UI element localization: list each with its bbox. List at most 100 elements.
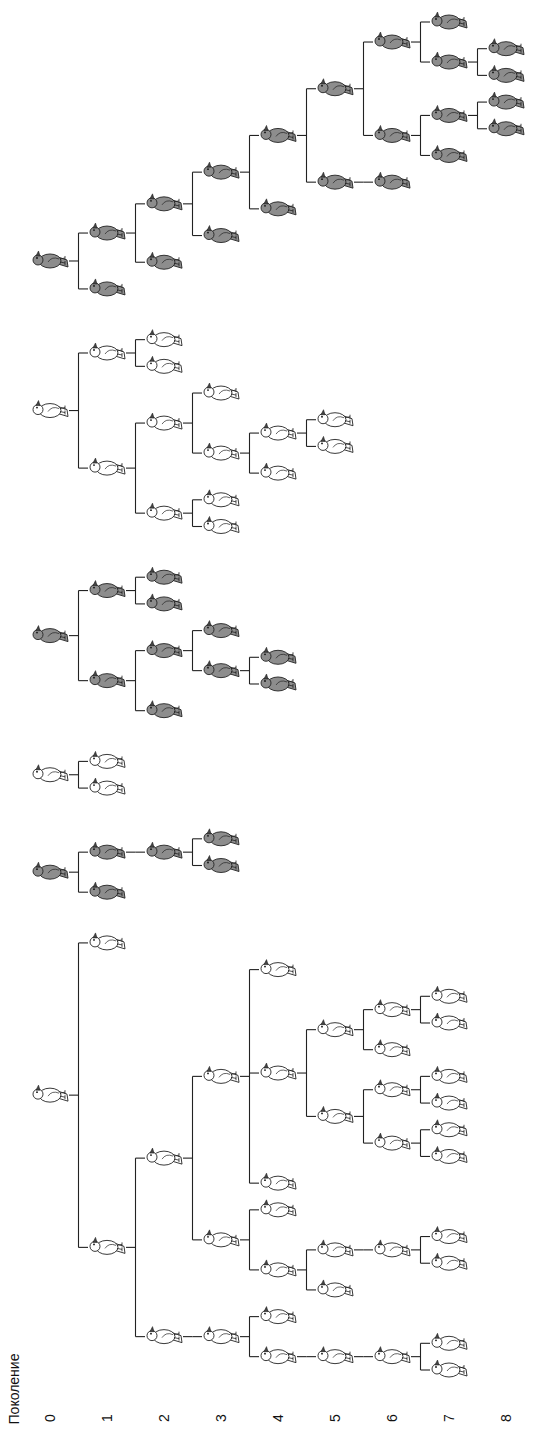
bracket-line bbox=[240, 453, 250, 454]
white-bird bbox=[261, 423, 296, 440]
bird-beak bbox=[93, 279, 97, 284]
bracket-line bbox=[306, 1250, 307, 1290]
bird-legs bbox=[117, 756, 122, 765]
bird-beak bbox=[207, 1327, 211, 1332]
bracket-line bbox=[364, 1009, 374, 1010]
bird-head bbox=[261, 129, 271, 139]
bird-wing bbox=[105, 678, 116, 682]
white-bird bbox=[261, 1063, 296, 1080]
grey-bird bbox=[147, 594, 182, 611]
bird-wing bbox=[504, 99, 515, 103]
bird-eye bbox=[264, 469, 266, 471]
bird-beak bbox=[321, 1347, 325, 1352]
bird-beak bbox=[36, 626, 40, 631]
bird-legs bbox=[459, 150, 464, 159]
bracket-line bbox=[364, 1249, 374, 1250]
bracket-line bbox=[478, 128, 488, 129]
grey-bird bbox=[318, 79, 353, 96]
bird-eye bbox=[93, 229, 95, 231]
bird-beak bbox=[264, 674, 268, 679]
bird-wing bbox=[105, 849, 116, 853]
bird-beak bbox=[264, 125, 268, 130]
bird-legs bbox=[459, 1071, 464, 1080]
bird-legs bbox=[231, 1235, 236, 1244]
bird-beak bbox=[150, 1327, 154, 1332]
bracket-line bbox=[79, 232, 89, 233]
bracket-line bbox=[249, 1317, 250, 1357]
white-bird bbox=[147, 1148, 182, 1165]
white-bird bbox=[432, 1120, 467, 1137]
bracket-line bbox=[411, 135, 421, 136]
bracket-line bbox=[136, 366, 146, 367]
bird-eye bbox=[264, 1266, 266, 1268]
bird-wing bbox=[276, 1207, 287, 1211]
bracket-line bbox=[136, 577, 146, 578]
bird-legs bbox=[231, 1332, 236, 1341]
bracket-line bbox=[78, 353, 79, 468]
bird-eye bbox=[207, 1236, 209, 1238]
bird-head bbox=[489, 123, 499, 133]
bird-wing bbox=[276, 1354, 287, 1358]
bird-legs bbox=[402, 177, 407, 186]
bird-head bbox=[261, 467, 271, 477]
bird-legs bbox=[60, 256, 65, 265]
bracket-line bbox=[79, 1247, 89, 1248]
bird-eye bbox=[435, 1019, 437, 1021]
bird-wing bbox=[48, 772, 59, 776]
bracket-line bbox=[411, 1356, 421, 1357]
bird-eye bbox=[492, 125, 494, 127]
bird-head bbox=[204, 833, 214, 843]
bird-head bbox=[432, 1337, 442, 1347]
bird-head bbox=[147, 417, 157, 427]
bird-beak bbox=[150, 356, 154, 361]
bracket-line bbox=[307, 419, 317, 420]
bird-head bbox=[90, 755, 100, 765]
bracket-line bbox=[78, 943, 79, 1247]
bird-beak bbox=[321, 1240, 325, 1245]
white-bird bbox=[147, 413, 182, 430]
bird-eye bbox=[492, 45, 494, 47]
bird-beak bbox=[435, 1066, 439, 1071]
generation-number: 7 bbox=[442, 1414, 456, 1422]
bracket-line bbox=[79, 680, 89, 681]
grey-bird bbox=[147, 842, 182, 859]
bracket-line bbox=[193, 499, 203, 500]
white-bird bbox=[147, 1327, 182, 1344]
bird-wing bbox=[447, 1367, 458, 1371]
white-bird bbox=[204, 1327, 239, 1344]
bird-wing bbox=[447, 1127, 458, 1131]
bracket-line bbox=[136, 513, 146, 514]
bird-legs bbox=[174, 257, 179, 266]
bird-wing bbox=[162, 1334, 173, 1338]
bird-legs bbox=[231, 626, 236, 635]
white-bird bbox=[90, 458, 125, 475]
bracket-line bbox=[307, 1029, 317, 1030]
grey-bird bbox=[375, 172, 410, 189]
bracket-line bbox=[183, 203, 193, 204]
bird-eye bbox=[207, 389, 209, 391]
bird-head bbox=[375, 1351, 385, 1361]
bracket-line bbox=[135, 204, 136, 262]
bird-eye bbox=[150, 200, 152, 202]
bird-wing bbox=[276, 681, 287, 685]
bracket-line bbox=[250, 208, 260, 209]
axis-title: Поколение bbox=[7, 1353, 21, 1424]
bracket-line bbox=[192, 1076, 193, 1239]
bird-wing bbox=[105, 588, 116, 592]
white-bird bbox=[147, 356, 182, 373]
bracket-line bbox=[126, 680, 136, 681]
bird-eye bbox=[378, 1006, 380, 1008]
bird-eye bbox=[264, 1313, 266, 1315]
bracket-line bbox=[411, 1143, 421, 1144]
bird-head bbox=[375, 176, 385, 186]
bird-head bbox=[261, 1264, 271, 1274]
bird-eye bbox=[435, 112, 437, 114]
bird-head bbox=[204, 230, 214, 240]
white-bird bbox=[375, 1000, 410, 1017]
bird-beak bbox=[150, 641, 154, 646]
bracket-line bbox=[193, 392, 203, 393]
bracket-line bbox=[193, 453, 203, 454]
bracket-line bbox=[420, 1130, 421, 1157]
white-bird bbox=[318, 436, 353, 453]
bird-wing bbox=[504, 46, 515, 50]
